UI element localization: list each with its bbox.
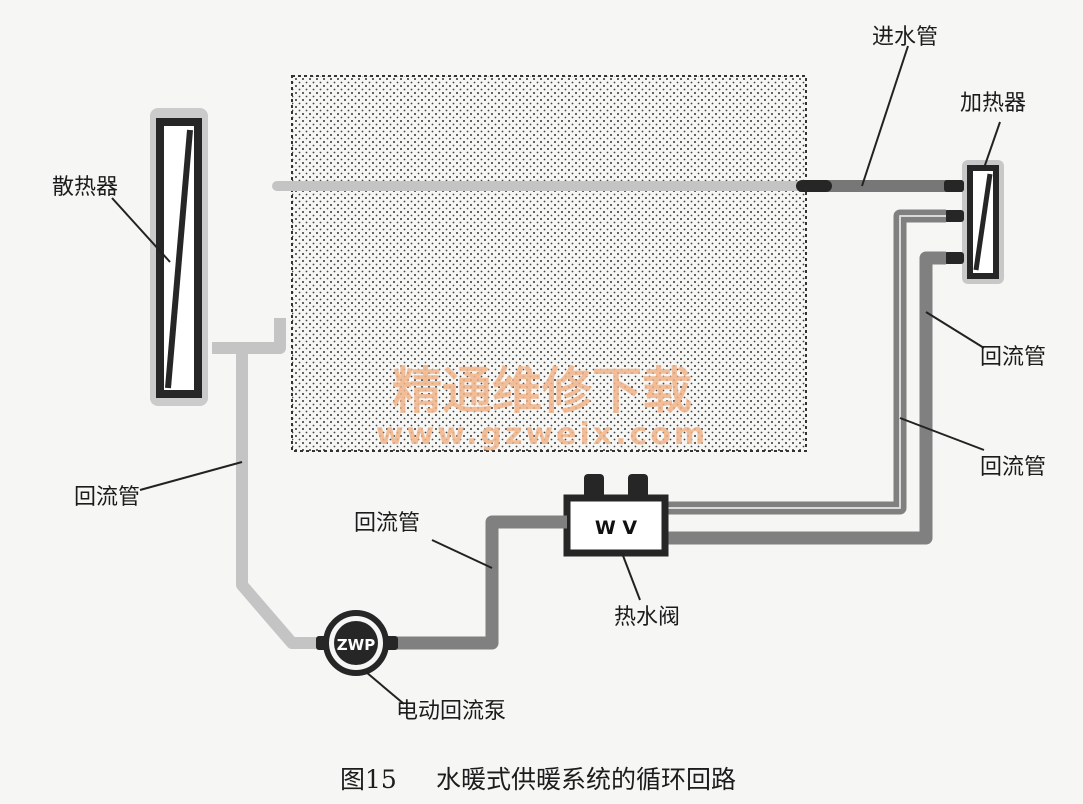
return-pipe-left-down [236,348,318,649]
valve-text: W V [595,517,638,539]
label-return-left: 回流管 [74,485,140,510]
caption-figure-number: 图15 [340,765,397,794]
leader-radiator [111,197,171,263]
return-pipe-mid [395,515,567,650]
watermark-url: www.gzweix.com [376,417,708,452]
label-heater: 加热器 [960,91,1026,116]
radiator-diagonal [165,129,193,389]
leader-inlet [861,45,909,187]
heater-diagonal [973,173,993,271]
label-pump: 电动回流泵 [396,699,506,724]
leader-return-right-2 [899,417,985,451]
hot-water-valve [563,494,669,557]
label-return-right-1: 回流管 [980,345,1046,370]
label-return-right-2: 回流管 [980,455,1046,480]
caption-title: 水暖式供暖系统的循环回路 [436,765,736,794]
return-pipe-left [212,318,286,354]
pump-text: ZWP [337,636,375,654]
label-inlet-pipe: 进水管 [872,25,938,50]
label-hot-water-valve: 热水阀 [614,605,680,630]
leader-return-right-1 [925,311,985,349]
leader-heater [983,121,1001,169]
return-pipe-right-inner [665,251,946,545]
heater-port-mid [944,210,964,222]
dotted-core-area [291,75,807,452]
heater-port-top [944,180,964,192]
leader-return-mid [431,539,493,569]
leader-pump [365,671,405,705]
label-return-mid: 回流管 [354,511,420,536]
leader-valve [621,552,641,601]
pump-inner [334,621,378,665]
return-pipe-right-outer-core [665,215,946,509]
heater-port-low [944,252,964,264]
leader-return-left [139,461,243,491]
watermark-cn: 精通维修下载 [392,361,692,420]
label-radiator: 散热器 [52,175,118,200]
